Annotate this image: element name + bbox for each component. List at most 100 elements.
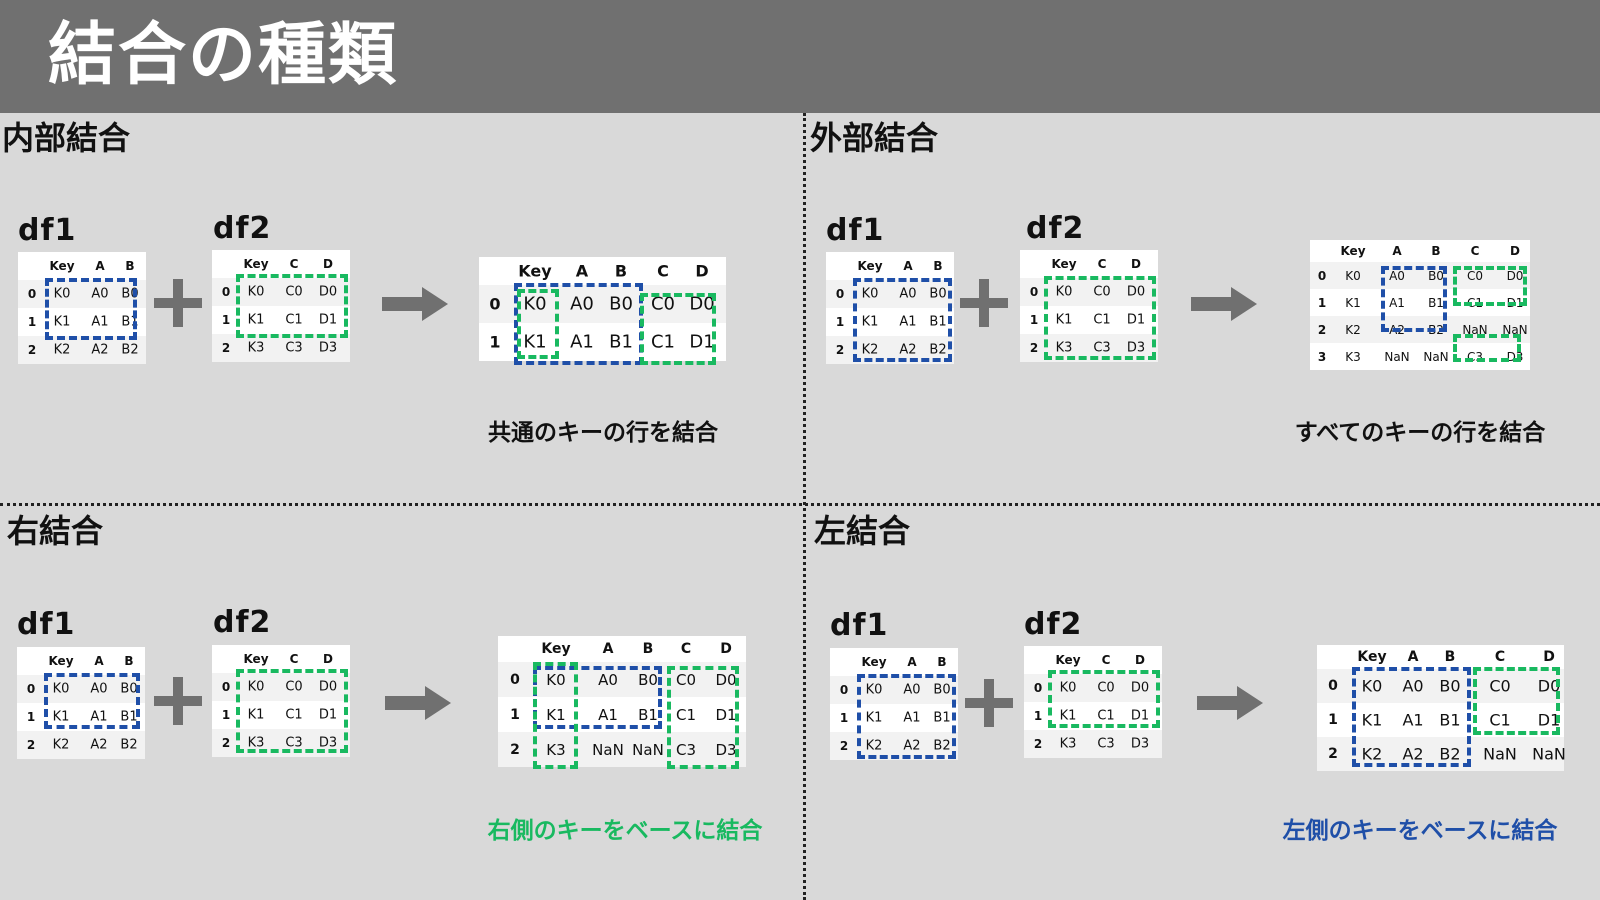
table-cell: K0 — [1345, 268, 1361, 283]
table-cell: C0 — [285, 679, 303, 695]
column-header: B — [1444, 649, 1456, 665]
left-key-highlight — [853, 278, 952, 362]
row-index: 2 — [839, 739, 849, 753]
table-cell: K1 — [1361, 710, 1383, 730]
column-header: A — [907, 655, 917, 669]
right-key-highlight — [533, 662, 578, 769]
column-header: D — [323, 652, 333, 666]
table-cell: NaN — [632, 740, 664, 759]
table-cell: B1 — [1439, 710, 1461, 730]
column-header: B — [124, 654, 134, 668]
column-header: Key — [48, 654, 74, 668]
plus-bar — [173, 279, 183, 327]
df2-label: df2 — [1026, 211, 1085, 246]
table-row-stripe — [17, 731, 145, 759]
table-cell: A1 — [899, 314, 917, 330]
right-key-highlight — [640, 293, 716, 365]
table-cell: A0 — [903, 682, 921, 698]
row-index: 0 — [1328, 678, 1338, 694]
table-row-stripe — [17, 675, 145, 703]
table-cell: A2 — [1402, 744, 1424, 764]
horizontal-divider — [0, 503, 1600, 506]
table-cell: K0 — [861, 286, 879, 302]
column-header: A — [903, 259, 913, 273]
table-cell: C3 — [675, 740, 697, 759]
table-cell: B2 — [929, 342, 947, 358]
column-header: B — [1431, 244, 1441, 258]
table-cell: D0 — [1506, 268, 1524, 283]
table-cell: A2 — [903, 738, 921, 754]
column-header: Key — [857, 259, 883, 273]
table-cell: K1 — [247, 312, 265, 328]
table-cell: K0 — [53, 286, 71, 302]
table-cell: A0 — [598, 670, 618, 689]
table-cell: A0 — [899, 286, 917, 302]
join-caption: 右側のキーをベースに結合 — [487, 818, 763, 844]
table-cell: C0 — [1097, 680, 1115, 696]
table-cell: C3 — [1093, 340, 1111, 356]
row-index: 2 — [26, 738, 36, 752]
table-cell: K1 — [865, 710, 883, 726]
table-cell: D0 — [1130, 680, 1150, 696]
arrow-right-icon — [385, 686, 451, 720]
table-cell: C1 — [1093, 312, 1111, 328]
table-cell: K2 — [865, 738, 883, 754]
row-index: 1 — [489, 332, 501, 352]
row-index: 2 — [1029, 341, 1039, 355]
table-cell: K2 — [1345, 322, 1361, 337]
column-header: B — [933, 259, 943, 273]
table-cell: K0 — [865, 682, 883, 698]
table-cell: D3 — [715, 740, 737, 759]
column-header: B — [642, 641, 654, 657]
row-index: 1 — [221, 313, 231, 327]
row-index: 1 — [27, 315, 37, 329]
table-cell: A0 — [1402, 676, 1424, 696]
table-cell: D1 — [1537, 710, 1561, 730]
row-index: 0 — [1033, 681, 1043, 695]
row-index: 1 — [221, 708, 231, 722]
page-title: 結合の種類 — [48, 16, 399, 95]
table-cell: B0 — [933, 682, 951, 698]
table-row-stripe — [498, 732, 746, 767]
table-cell: A0 — [1389, 268, 1405, 283]
plus-bar — [979, 279, 989, 327]
table-cell: K3 — [1059, 736, 1077, 752]
table-cell: D1 — [689, 331, 715, 353]
column-header: D — [1510, 244, 1520, 258]
right-key-highlight — [1453, 334, 1521, 362]
row-index: 1 — [26, 710, 36, 724]
column-header: A — [602, 641, 614, 657]
table-cell: NaN — [1384, 349, 1410, 364]
row-index: 1 — [835, 315, 845, 329]
table-cell: A1 — [570, 331, 594, 353]
column-header: A — [94, 654, 104, 668]
column-header: D — [695, 261, 709, 281]
table-cell: NaN — [1423, 349, 1449, 364]
table-cell: K1 — [861, 314, 879, 330]
row-index: 0 — [27, 287, 37, 301]
row-index: 2 — [1033, 737, 1043, 751]
right-key-highlight — [1473, 667, 1560, 735]
table-cell: K0 — [1361, 676, 1383, 696]
column-header: C — [680, 641, 692, 657]
arrow-right-icon — [1197, 686, 1263, 720]
table-header-row — [498, 636, 746, 663]
table-cell: A0 — [90, 681, 108, 697]
df2-label: df2 — [1024, 607, 1083, 642]
table-cell: B1 — [933, 710, 951, 726]
table-cell: B2 — [1439, 744, 1461, 764]
column-header: C — [1101, 653, 1111, 667]
column-header: B — [937, 655, 947, 669]
table-cell: C0 — [1093, 284, 1111, 300]
table-cell: A0 — [91, 286, 109, 302]
plus-bar — [984, 679, 994, 727]
column-header: D — [720, 641, 732, 657]
column-header: Key — [541, 641, 571, 657]
row-index: 0 — [489, 294, 501, 314]
table-row-stripe — [1317, 669, 1564, 703]
df2-label: df2 — [213, 605, 272, 640]
row-index: 2 — [1317, 322, 1327, 337]
column-header: D — [1135, 653, 1145, 667]
